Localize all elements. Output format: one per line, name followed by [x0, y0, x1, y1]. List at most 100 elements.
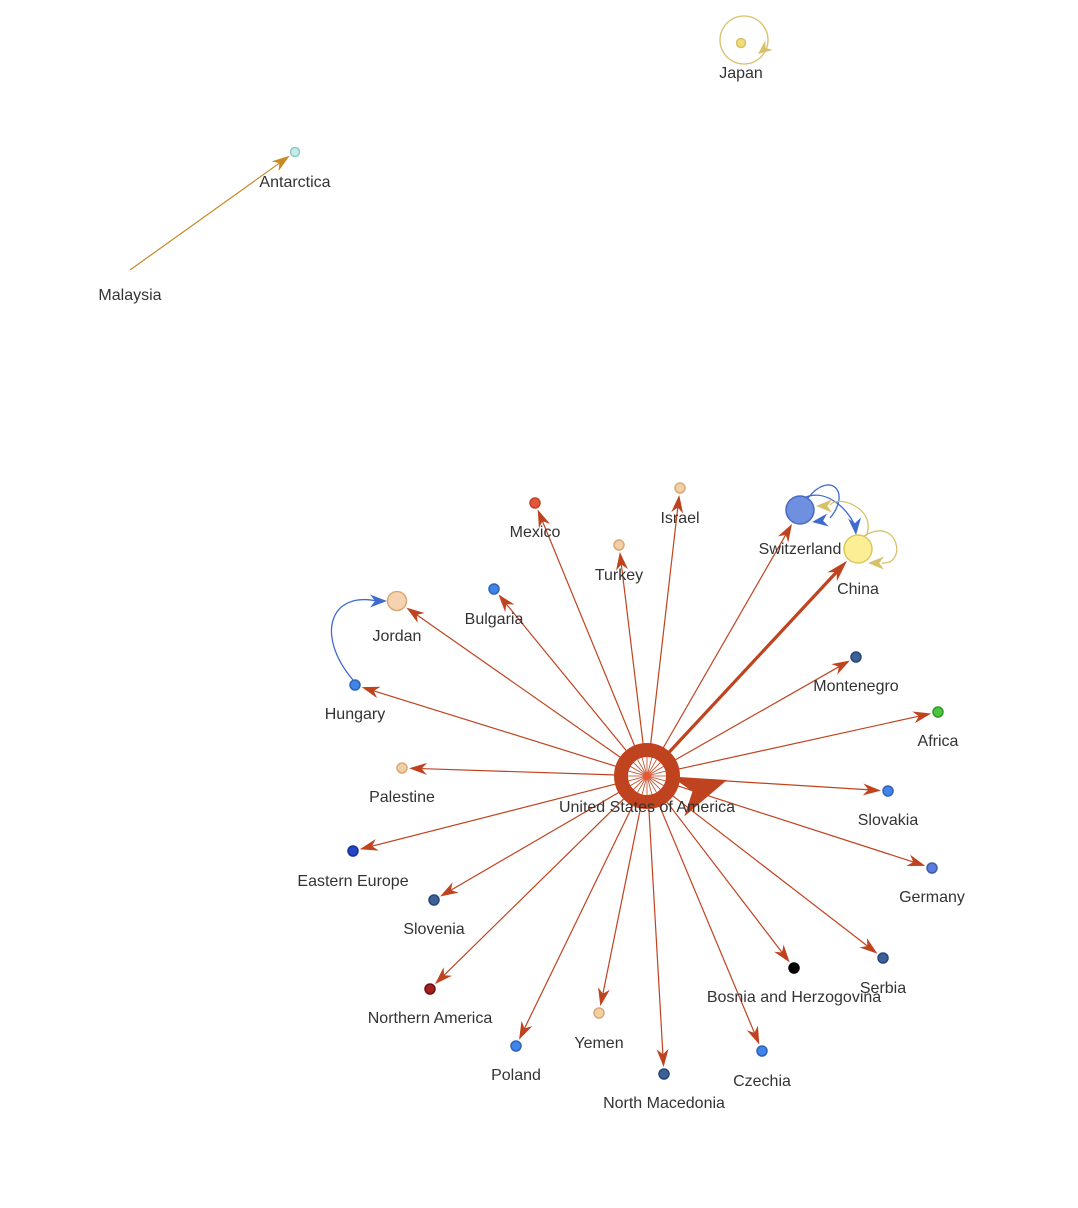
node-label-malaysia: Malaysia [98, 287, 161, 304]
node-label-switzerland: Switzerland [759, 541, 842, 558]
node-israel[interactable] [674, 482, 686, 494]
edge-usa-to-slovakia-arrowhead [862, 783, 882, 796]
node-label-north-macedonia: North Macedonia [603, 1095, 725, 1112]
edge-usa-to-czechia-arrowhead [746, 1025, 760, 1045]
edge-usa-to-china-arrowhead [827, 560, 848, 582]
china-self-loop-arrowhead [868, 556, 884, 570]
node-jordan[interactable] [386, 590, 408, 612]
edge-usa-to-slovakia [676, 777, 882, 796]
edge-usa-to-northern-america-arrowhead [434, 967, 453, 985]
node-bulgaria[interactable] [488, 583, 500, 595]
edge-usa-to-germany [675, 784, 926, 867]
switzerland-self-loop-arrowhead [812, 513, 829, 527]
edge-usa-to-slovenia [440, 790, 622, 897]
node-label-slovenia: Slovenia [403, 921, 464, 938]
edge-usa-to-slovenia-arrowhead [440, 882, 459, 897]
usa-self-loop-arrowhead [671, 776, 727, 817]
edge-usa-to-yemen [598, 805, 642, 1007]
node-label-turkey: Turkey [595, 567, 643, 584]
china-switzerland-arrowhead [816, 499, 832, 513]
edge-usa-to-serbia [670, 793, 878, 954]
switzerland-china-arrowhead [848, 517, 862, 535]
node-label-montenegro: Montenegro [813, 678, 898, 695]
japan-self-loop-arrowhead [758, 40, 773, 54]
node-slovakia[interactable] [882, 785, 894, 797]
edge-usa-to-germany-arrowhead [906, 854, 926, 867]
edge-usa-to-poland-arrowhead [519, 1020, 533, 1040]
edges-layer [129, 15, 932, 1068]
edge-usa-to-bulgaria [498, 594, 629, 754]
node-japan[interactable] [735, 37, 747, 49]
edge-switzerland-to-switzerland [807, 484, 840, 527]
node-africa[interactable] [932, 706, 944, 718]
edge-usa-to-czechia [658, 803, 760, 1045]
node-northern-america[interactable] [424, 983, 436, 995]
node-turkey[interactable] [613, 539, 625, 551]
edge-usa-to-israel-arrowhead [671, 494, 684, 514]
edge-malaysia-to-antarctica [129, 155, 290, 271]
edge-usa-to-china [666, 560, 848, 756]
edge-usa-to-israel [649, 494, 684, 747]
edge-usa-to-north-macedonia-arrowhead [656, 1048, 669, 1068]
node-label-germany: Germany [899, 889, 965, 906]
edge-usa-to-mexico-arrowhead [537, 509, 551, 529]
node-label-hungary: Hungary [325, 706, 385, 723]
node-north-macedonia[interactable] [658, 1068, 670, 1080]
node-label-china: China [837, 581, 879, 598]
node-china[interactable] [843, 534, 873, 564]
edge-usa-to-northern-america [434, 796, 627, 985]
node-antarctica[interactable] [289, 146, 301, 158]
node-slovenia[interactable] [428, 894, 440, 906]
labels-layer: JapanAntarcticaMalaysiaMexicoIsraelTurke… [98, 65, 964, 1112]
node-czechia[interactable] [756, 1045, 768, 1057]
nodes-layer [289, 37, 944, 1080]
edge-usa-to-jordan [406, 607, 623, 760]
edge-usa-to-bulgaria-arrowhead [498, 594, 515, 613]
node-label-serbia: Serbia [860, 980, 906, 997]
edge-usa-to-montenegro [672, 660, 850, 762]
edge-usa-to-africa-arrowhead [912, 711, 932, 724]
node-label-israel: Israel [660, 510, 699, 527]
node-switzerland[interactable] [785, 495, 815, 525]
edge-usa-to-switzerland [661, 523, 793, 751]
node-yemen[interactable] [593, 1007, 605, 1019]
edge-usa-to-bosnia-arrowhead [774, 944, 790, 963]
node-label-czechia: Czechia [733, 1073, 791, 1090]
node-montenegro[interactable] [850, 651, 862, 663]
node-label-japan: Japan [719, 65, 763, 82]
edge-usa-to-palestine [408, 762, 618, 776]
node-label-bulgaria: Bulgaria [465, 611, 524, 628]
edge-usa-to-africa [676, 711, 932, 771]
edge-usa-to-montenegro-arrowhead [831, 660, 850, 675]
node-label-slovakia: Slovakia [858, 812, 919, 829]
edge-usa-to-turkey-arrowhead [616, 551, 628, 571]
node-label-bosnia: Bosnia and Herzogovina [707, 989, 881, 1006]
edge-usa-to-mexico [537, 509, 637, 749]
edge-china-to-switzerland [816, 499, 869, 537]
edge-usa-to-yemen-arrowhead [598, 987, 610, 1007]
edge-usa-to-palestine-arrowhead [408, 762, 428, 775]
node-eastern-europe[interactable] [347, 845, 359, 857]
edge-usa-to-hungary-arrowhead [361, 686, 381, 699]
node-label-poland: Poland [491, 1067, 541, 1084]
node-palestine[interactable] [396, 762, 408, 774]
hungary-jordan-arrowhead [370, 594, 387, 608]
edge-switzerland-to-china [805, 494, 862, 535]
edge-usa-to-bosnia [664, 799, 790, 963]
node-label-northern-america: Northern America [368, 1010, 493, 1027]
node-mexico[interactable] [529, 497, 541, 509]
edge-usa-to-turkey [616, 551, 644, 747]
node-poland[interactable] [510, 1040, 522, 1052]
edge-hungary-to-jordan [330, 594, 387, 681]
node-hungary[interactable] [349, 679, 361, 691]
node-label-africa: Africa [918, 733, 959, 750]
node-usa[interactable] [643, 772, 651, 780]
node-bosnia[interactable] [788, 962, 800, 974]
node-label-yemen: Yemen [574, 1035, 623, 1052]
node-serbia[interactable] [877, 952, 889, 964]
node-label-jordan: Jordan [373, 628, 422, 645]
edge-usa-to-hungary [361, 686, 619, 768]
edge-usa-to-serbia-arrowhead [859, 937, 878, 954]
edge-usa-to-eastern-europe-arrowhead [359, 839, 379, 851]
node-germany[interactable] [926, 862, 938, 874]
